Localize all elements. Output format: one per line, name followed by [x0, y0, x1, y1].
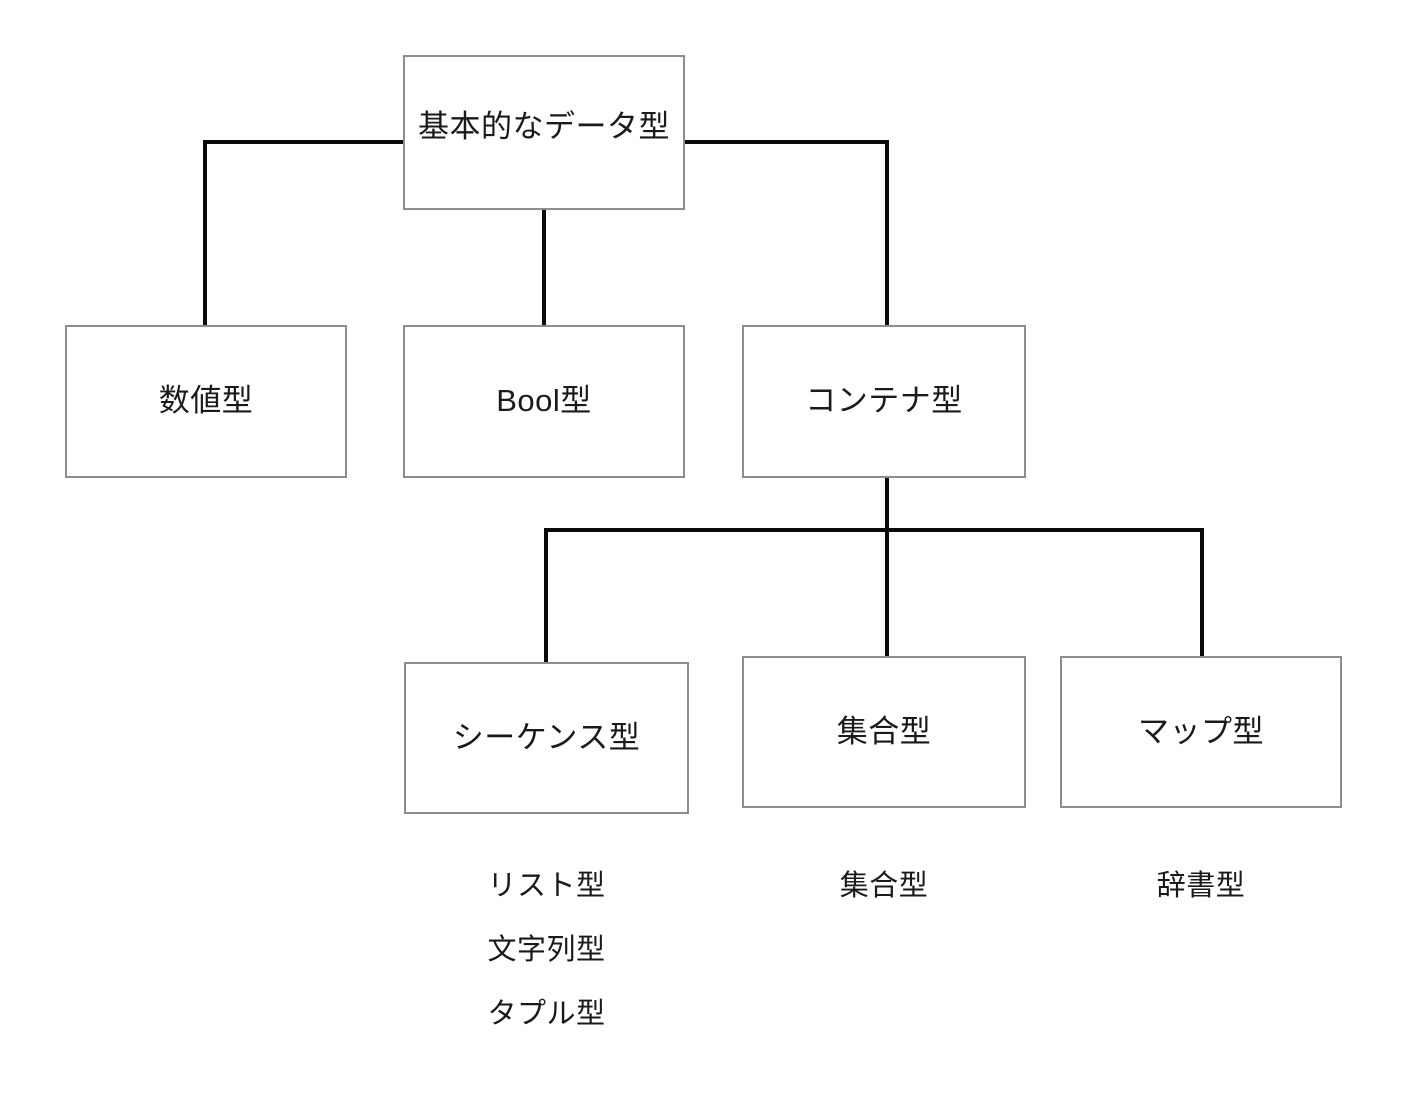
node-set-type[interactable]: 集合型: [742, 656, 1026, 808]
node-numeric-label: 数値型: [158, 383, 254, 419]
node-sequence-label: シーケンス型: [452, 719, 641, 755]
node-map-type[interactable]: マップ型: [1060, 656, 1342, 808]
caption-sequence-member-tuple: タプル型: [487, 998, 606, 1030]
connector-root-to-container-vertical: [885, 140, 889, 327]
node-sequence-type[interactable]: シーケンス型: [404, 662, 689, 814]
connector-root-left-horizontal: [203, 140, 408, 144]
connector-root-to-bool-vertical: [542, 208, 546, 327]
caption-group-set-members: 集合型: [742, 862, 1026, 904]
node-container-label: コンテナ型: [805, 383, 963, 419]
caption-map-member-dict: 辞書型: [1156, 870, 1246, 902]
node-root-label: 基本的なデータ型: [418, 108, 670, 144]
caption-sequence-member-list: リスト型: [487, 870, 606, 902]
node-container-type[interactable]: コンテナ型: [742, 325, 1026, 478]
node-bool-label: Bool型: [496, 383, 592, 419]
node-numeric-type[interactable]: 数値型: [65, 325, 347, 478]
connector-root-right-horizontal: [681, 140, 889, 144]
caption-group-map-members: 辞書型: [1060, 862, 1342, 904]
connector-container-to-set-vertical: [885, 528, 889, 658]
caption-set-member-set: 集合型: [839, 870, 929, 902]
connector-root-to-numeric-vertical: [203, 140, 207, 327]
connector-container-to-map-vertical: [1200, 528, 1204, 658]
connector-container-branch-horizontal: [544, 528, 1204, 532]
caption-sequence-member-string: 文字列型: [487, 934, 606, 966]
connector-container-to-sequence-vertical: [544, 528, 548, 664]
node-root-basic-data-types[interactable]: 基本的なデータ型: [403, 55, 685, 210]
caption-group-sequence-members: リスト型 文字列型 タプル型: [404, 862, 689, 1032]
node-map-label: マップ型: [1138, 713, 1264, 749]
connector-container-stem-vertical: [885, 476, 889, 532]
node-bool-type[interactable]: Bool型: [403, 325, 685, 478]
node-set-label: 集合型: [836, 713, 932, 749]
